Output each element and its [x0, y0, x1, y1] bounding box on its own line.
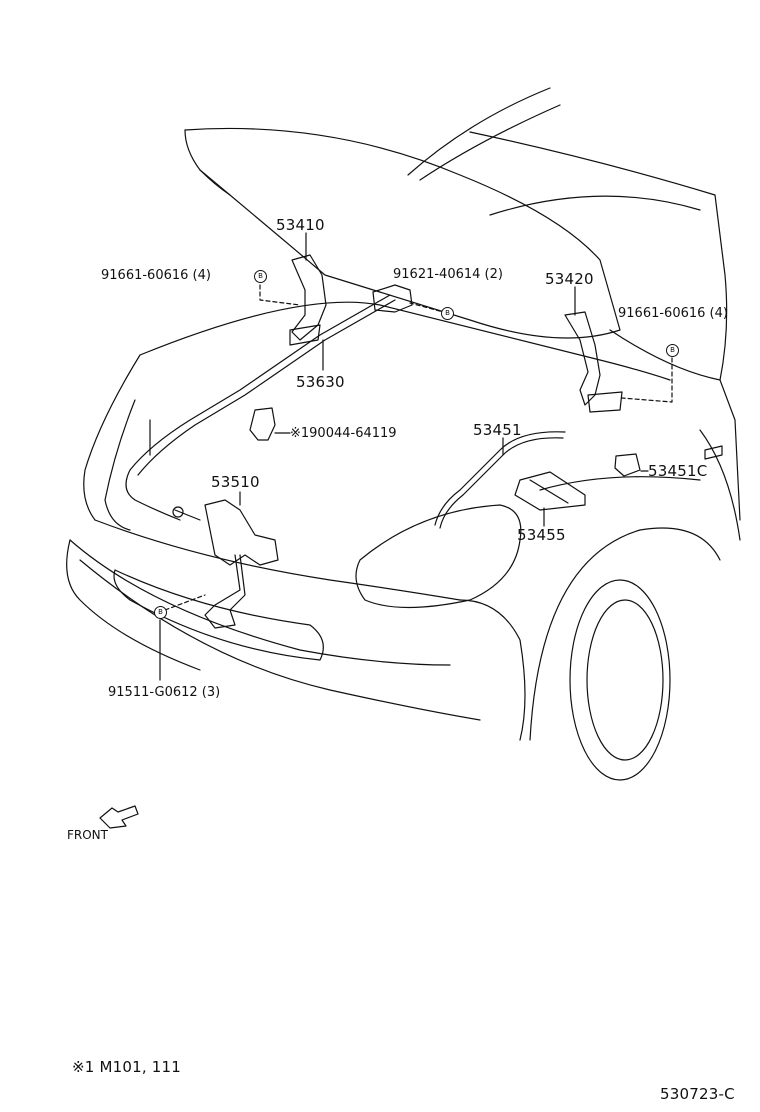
- front-label: FRONT: [67, 828, 108, 842]
- label-bolt-lock: 91511-G0612 (3): [108, 685, 221, 700]
- hood-panel-edge: [199, 169, 231, 196]
- label-part-53420: 53420: [545, 270, 594, 288]
- label-part-53410: 53410: [276, 216, 325, 234]
- cowl-line: [489, 195, 701, 216]
- rod-holder-part-lines: [529, 479, 569, 504]
- bolt-mark-left: B: [254, 270, 267, 283]
- hood-panel: [184, 127, 621, 339]
- dash-bolt-lock: [164, 594, 206, 611]
- hood-lock-body: [204, 499, 279, 566]
- rod-clamp-part: [614, 453, 641, 477]
- label-bolt-hinge-right: 91661-60616 (4): [618, 306, 728, 321]
- bolt-mark-cable: B: [441, 307, 454, 320]
- front-wheel-rim: [586, 599, 664, 761]
- label-part-53510: 53510: [211, 473, 260, 491]
- label-cable-clip: ※190044-64119: [290, 426, 397, 441]
- left-fender: [83, 354, 141, 521]
- dash-bolt-cable: [409, 302, 448, 314]
- label-part-53451: 53451: [473, 421, 522, 439]
- fender-line-right: [539, 476, 701, 491]
- body-side-line: [699, 429, 741, 541]
- dash-bolt-right: [621, 357, 673, 403]
- wheel-arch: [529, 527, 721, 741]
- windshield-frame: [419, 104, 561, 181]
- windshield-top: [407, 87, 551, 176]
- bolt-mark-right: B: [666, 344, 679, 357]
- grille-opening: [113, 569, 324, 661]
- label-part-53451c: 53451C: [648, 462, 708, 480]
- hinge-right: [564, 311, 601, 406]
- cable-end-ferrule: [172, 506, 184, 518]
- cable-routing: [125, 294, 391, 521]
- a-pillar: [714, 194, 728, 381]
- dash-bolt-left: [259, 284, 301, 306]
- front-wheel: [569, 579, 671, 781]
- left-headlamp-edge: [104, 399, 136, 531]
- footnote: ※1 M101, 111: [72, 1058, 182, 1076]
- label-bolt-cable: 91621-40614 (2): [393, 267, 503, 282]
- hinge-left: [291, 254, 327, 341]
- rod-holder-part: [514, 471, 586, 511]
- right-headlamp: [355, 504, 522, 609]
- right-fender-top: [609, 329, 741, 521]
- bumper-lower: [69, 539, 451, 666]
- hinge-right-mount: [587, 391, 623, 413]
- label-part-53455: 53455: [517, 526, 566, 544]
- roof-line: [469, 131, 716, 196]
- bolt-mark-lock: B: [154, 606, 167, 619]
- cable-end: [174, 509, 201, 521]
- support-rod: [434, 431, 566, 526]
- label-bolt-hinge-left: 91661-60616 (4): [101, 268, 211, 283]
- cable-clip-part: [249, 407, 276, 441]
- engine-bay-edge: [139, 301, 671, 381]
- bumper-bottom: [79, 559, 481, 721]
- hinge-left-mount: [289, 324, 321, 346]
- cable-routing-inner: [137, 299, 396, 476]
- left-front-edge: [66, 539, 201, 671]
- label-part-53630: 53630: [296, 373, 345, 391]
- bumper-top: [94, 519, 461, 601]
- side-marker: [704, 445, 723, 460]
- hood-lock-link: [204, 554, 246, 629]
- diagram-code: 530723-C: [660, 1085, 735, 1103]
- front-arrow-icon: [99, 805, 139, 829]
- right-fender-front: [459, 599, 526, 741]
- cable-release-bracket: [372, 284, 413, 313]
